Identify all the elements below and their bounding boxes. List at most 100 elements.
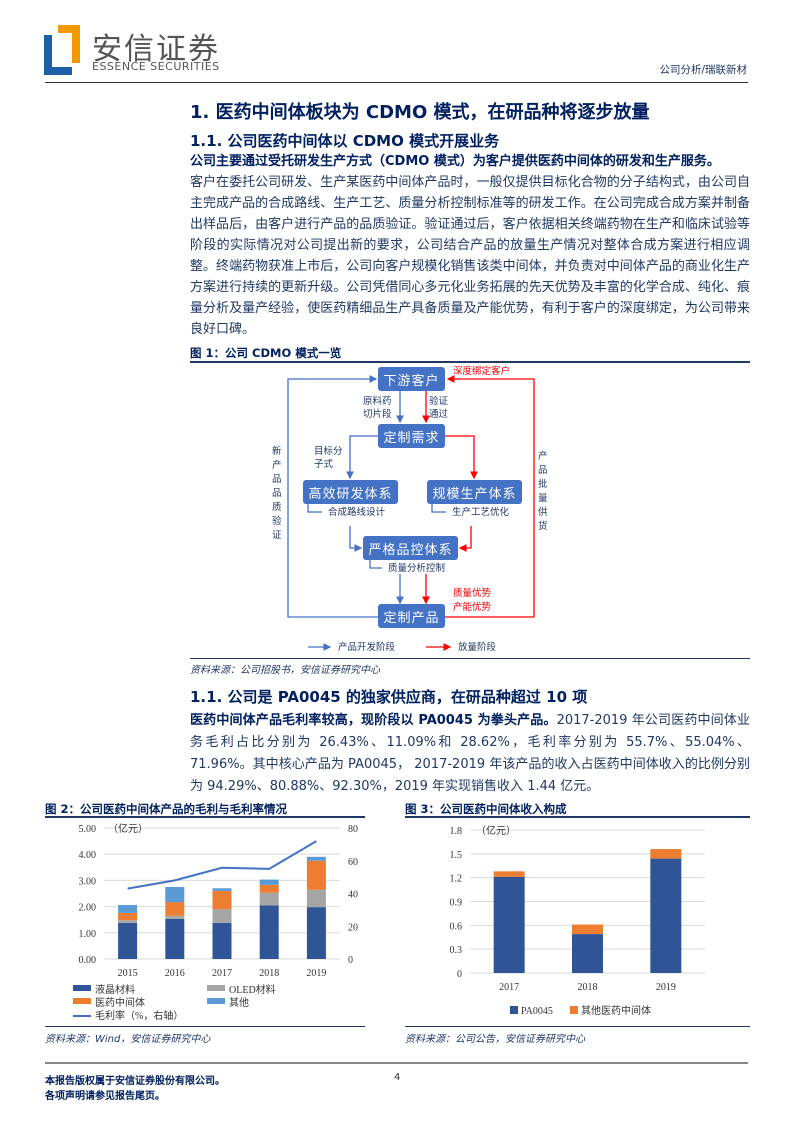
legend-label: 液晶材料 — [95, 983, 135, 996]
x-tick-label: 2015 — [118, 968, 138, 979]
y2-tick-label: 40 — [348, 890, 358, 901]
section-title: 1. 医药中间体板块为 CDMO 模式，在研品种将逐步放量 — [190, 102, 650, 123]
paragraph: 公司主要通过受托研发生产方式（CDMO 模式）为客户提供医药中间体的研发和生产服… — [190, 151, 750, 340]
subsection-title: 1.1. 公司是 PA0045 的独家供应商，在研品种超过 10 项 — [190, 688, 588, 706]
box-production-system: 规模生产体系 — [427, 480, 522, 504]
figure-title: 图 1：公司 CDMO 模式一览 — [190, 346, 342, 360]
label-bind-customer: 深度绑定客户 — [453, 366, 511, 377]
x-tick-label: 2017 — [499, 982, 519, 993]
bar-液晶材料 — [118, 922, 138, 959]
y-tick-label: 3.00 — [79, 876, 97, 887]
y-tick-label: 4.00 — [79, 850, 97, 861]
legend-swatch — [73, 985, 91, 991]
bar-OLED材料 — [165, 915, 185, 919]
legend-dev-stage: 产品开发阶段 — [338, 642, 396, 653]
chart2-title: 图 2：公司医药中间体产品的毛利与毛利率情况 — [45, 802, 288, 816]
y2-tick-label: 60 — [348, 857, 358, 868]
legend-label: 其他医药中间体 — [581, 1004, 651, 1017]
bar-PA0045 — [493, 876, 525, 973]
logo-cn: 安信证券 — [92, 32, 220, 67]
box-qc-system: 严格品控体系 — [363, 536, 458, 560]
bar-医药中间体 — [212, 890, 232, 910]
logo-mark-icon — [44, 25, 80, 75]
figure-rule — [45, 816, 365, 818]
header-divider — [45, 82, 748, 83]
box-downstream-customer: 下游客户 — [378, 367, 445, 391]
figure-source: 资料来源：公司招股书，安信证券研究中心 — [190, 665, 380, 676]
figure-rule — [405, 1026, 750, 1027]
figure-rule — [190, 658, 750, 659]
legend-label: OLED材料 — [229, 983, 276, 996]
x-tick-label: 2018 — [578, 982, 598, 993]
unit-label: （亿元） — [108, 822, 148, 835]
label-quality-adv: 质量优势 — [453, 588, 492, 599]
subsection-title: 1.1. 公司医药中间体以 CDMO 模式开展业务 — [190, 132, 500, 150]
label-target-formula: 目标分子式 — [314, 446, 343, 470]
bar-医药中间体 — [259, 884, 279, 893]
bar-其他 — [306, 856, 326, 861]
line-series — [127, 840, 317, 890]
x-tick-label: 2017 — [212, 968, 232, 979]
y2-tick-label: 20 — [348, 922, 358, 933]
label-verify-pass: 验证通过 — [429, 396, 449, 420]
bar-其他 — [118, 905, 138, 913]
label-process-opt: 生产工艺优化 — [452, 507, 510, 518]
label-left-loop: 新产品品质验证 — [272, 446, 282, 541]
box-custom-demand: 定制需求 — [378, 424, 445, 448]
chart3-title: 图 3：公司医药中间体收入构成 — [405, 802, 567, 816]
legend-label: 医药中间体 — [95, 996, 145, 1009]
y-tick-label: 0 — [457, 969, 462, 980]
x-tick-label: 2018 — [259, 968, 279, 979]
bar-其他 — [259, 879, 279, 885]
y-tick-label: 0.6 — [450, 921, 463, 932]
label-capacity-adv: 产能优势 — [453, 602, 492, 613]
figure-rule — [405, 816, 750, 818]
legend-swatch — [510, 1006, 518, 1014]
legend-label: 其他 — [229, 996, 249, 1009]
lead-sentence: 公司主要通过受托研发生产方式（CDMO 模式）为客户提供医药中间体的研发和生产服… — [190, 154, 720, 169]
bar-PA0045 — [572, 934, 603, 973]
y-tick-label: 1.8 — [450, 826, 463, 837]
y-tick-label: 0.9 — [450, 898, 463, 909]
body-text: 客户在委托公司研发、生产某医药中间体产品时，一般仅提供目标化合物的分子结构式，由… — [190, 175, 750, 337]
y-tick-label: 1.2 — [450, 874, 463, 885]
bar-OLED材料 — [118, 920, 138, 923]
legend-swatch — [207, 985, 225, 991]
bar-其他 — [212, 888, 232, 891]
bar-液晶材料 — [165, 918, 185, 959]
legend-swatch — [73, 998, 91, 1004]
page-number: 4 — [394, 1072, 401, 1083]
chart2: 0.001.002.003.004.005.00（亿元）020406080201… — [73, 822, 358, 1022]
bar-液晶材料 — [306, 907, 326, 959]
logo-en: ESSENCE SECURITIES — [92, 60, 220, 73]
legend-scale-stage: 放量阶段 — [458, 642, 497, 653]
x-tick-label: 2016 — [165, 968, 185, 979]
legend-label: 毛利率（%，右轴） — [95, 1009, 183, 1022]
footer-disclaimer: 各项声明请参见报告尾页。 — [45, 1091, 165, 1102]
legend-label: PA0045 — [521, 1006, 553, 1017]
y-tick-label: 5.00 — [79, 824, 97, 835]
y-tick-label: 1.00 — [79, 929, 97, 940]
footer-copyright: 本报告版权属于安信证券股份有限公司。 — [45, 1076, 225, 1087]
label-right-loop: 产品批量供货 — [538, 451, 548, 532]
report-tag: 公司分析/瑞联新材 — [659, 64, 747, 76]
x-tick-label: 2019 — [306, 968, 326, 979]
chart3-source: 资料来源：公司公告，安信证券研究中心 — [405, 1034, 585, 1045]
bar-OLED材料 — [306, 889, 326, 908]
box-rd-system: 高效研发体系 — [303, 480, 398, 504]
bar-医药中间体 — [165, 902, 185, 916]
lead-sentence: 医药中间体产品毛利率较高，现阶段以 PA0045 为拳头产品。 — [190, 713, 557, 728]
figure-rule — [190, 361, 750, 363]
flow-connectors — [287, 375, 535, 651]
bar-PA0045 — [650, 858, 682, 973]
bar-其他医药中间体 — [493, 871, 525, 877]
y-tick-label: 1.5 — [450, 850, 463, 861]
footer-divider — [45, 1062, 748, 1064]
body-text: 2017-2019 年公司医药中间体业务毛利占比分别为 26.43%、11.09… — [190, 713, 750, 794]
y-tick-label: 0.00 — [79, 955, 97, 966]
y2-tick-label: 80 — [348, 824, 358, 835]
chart2-source: 资料来源：Wind，安信证券研究中心 — [45, 1034, 211, 1045]
bar-其他医药中间体 — [572, 924, 603, 935]
label-route-design: 合成路线设计 — [328, 507, 386, 518]
